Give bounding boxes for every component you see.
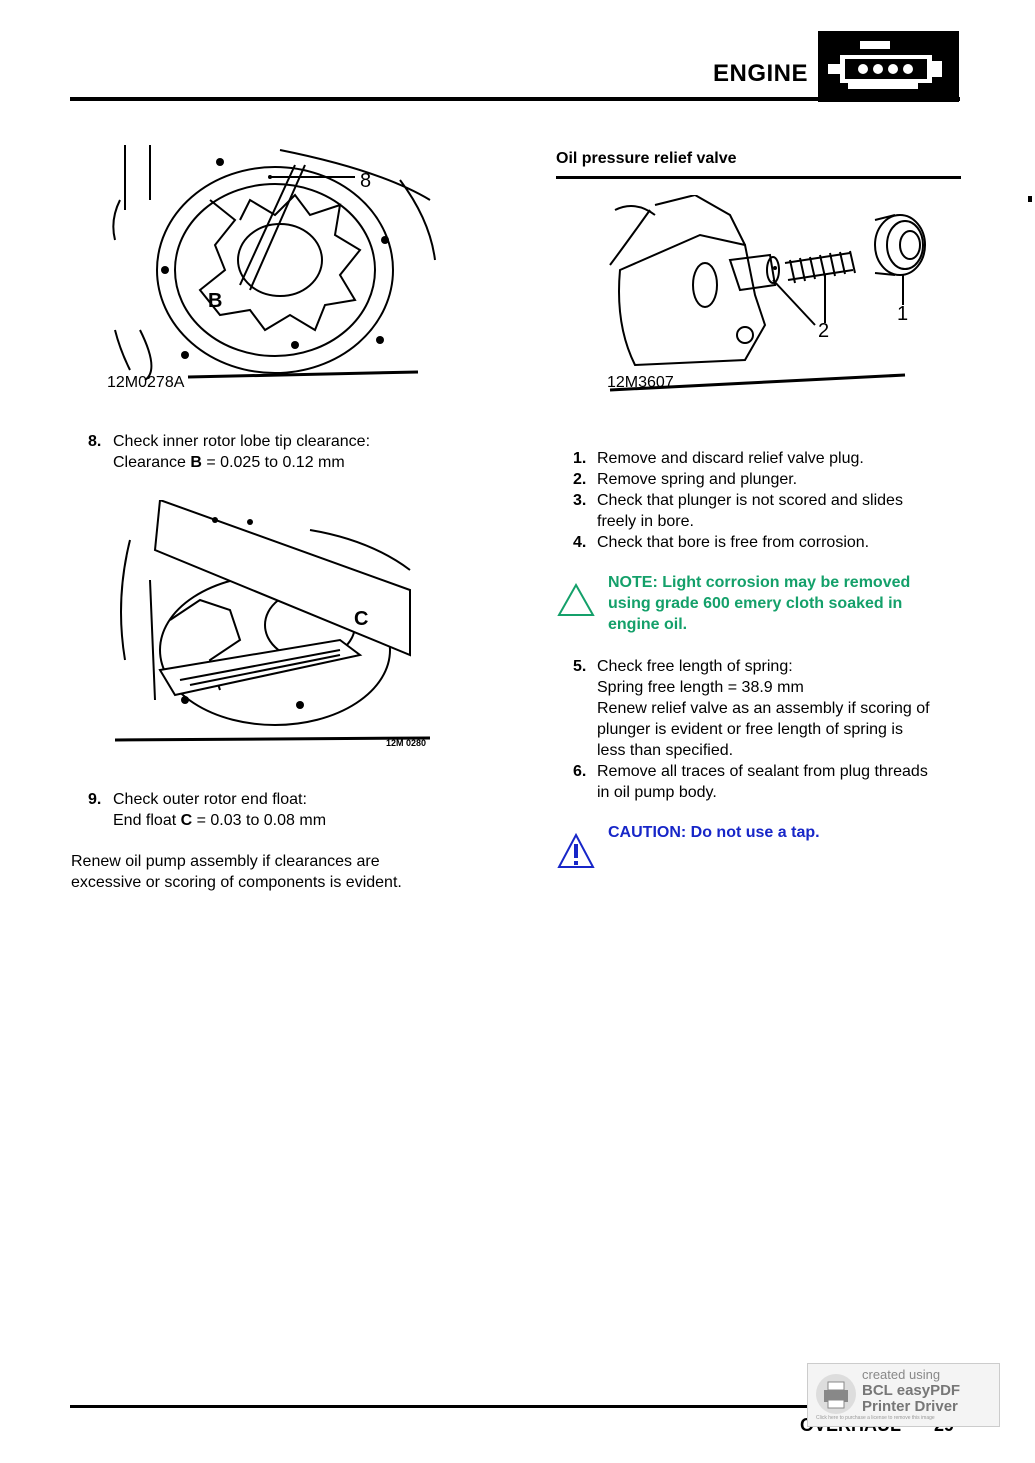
figure-inner-rotor-clearance: 8 B (100, 140, 440, 395)
step-text: Check that plunger is not scored and sli… (597, 492, 903, 509)
step-text: Check outer rotor end float: (113, 791, 307, 808)
step-4: 4. Check that bore is free from corrosio… (573, 532, 973, 553)
step-number: 4. (573, 534, 587, 551)
stamp-line-2: BCL easyPDF (862, 1382, 961, 1399)
paragraph-line: excessive or scoring of components is ev… (71, 874, 402, 891)
section-rule (556, 176, 961, 179)
step-value: = 0.03 to 0.08 mm (192, 812, 327, 829)
step-3: 3. Check that plunger is not scored and … (573, 490, 973, 532)
stamp-line-3: Printer Driver (862, 1398, 958, 1415)
renew-paragraph: Renew oil pump assembly if clearances ar… (71, 851, 491, 893)
callout-1: 1 (897, 303, 909, 325)
step-number: 5. (573, 658, 587, 675)
step-text: Renew relief valve as an assembly if sco… (597, 700, 930, 717)
callout-8: 8 (360, 170, 372, 192)
figure-2-label: 12M 0280 (386, 738, 427, 748)
end-float-illustration (114, 500, 431, 742)
step-text: Clearance (113, 454, 191, 471)
step-number: 1. (573, 450, 587, 467)
step-value: = 0.025 to 0.12 mm (201, 454, 345, 471)
note-text: using grade 600 emery cloth soaked in (608, 595, 903, 612)
pdf-creator-stamp[interactable]: created using BCL easyPDF Printer Driver… (807, 1363, 1000, 1427)
callout-b: B (208, 290, 223, 312)
step-text: Remove spring and plunger. (597, 471, 798, 488)
engine-icon (828, 41, 942, 89)
step-number: 9. (88, 791, 102, 808)
stamp-license-link[interactable]: Click here to purchase a license to remo… (816, 1415, 935, 1421)
step-2: 2. Remove spring and plunger. (573, 469, 973, 490)
step-text: in oil pump body. (597, 784, 717, 801)
callout-c: C (354, 608, 369, 630)
step-9: 9. Check outer rotor end float: End floa… (88, 789, 488, 831)
relief-steps-1-4: 1. Remove and discard relief valve plug.… (573, 448, 973, 553)
note-text: engine oil. (608, 616, 688, 633)
section-heading: Oil pressure relief valve (556, 150, 737, 167)
relief-valve-illustration (609, 195, 926, 392)
header-rule (70, 97, 960, 101)
callout-2: 2 (818, 320, 830, 342)
step-6: 6. Remove all traces of sealant from plu… (573, 761, 973, 803)
step-text: Check inner rotor lobe tip clearance: (113, 433, 371, 450)
step-number: 3. (573, 492, 587, 509)
paragraph-line: Renew oil pump assembly if clearances ar… (71, 853, 380, 870)
oil-pump-rotor-illustration (112, 145, 436, 381)
step-text: End float (113, 812, 181, 829)
step-text: Remove all traces of sealant from plug t… (597, 763, 928, 780)
page-header-title: ENGINE (712, 60, 808, 87)
step-text: less than specified. (597, 742, 734, 759)
step-1: 1. Remove and discard relief valve plug. (573, 448, 973, 469)
clearance-symbol: B (190, 454, 202, 471)
caution-text: CAUTION: Do not use a tap. (608, 824, 820, 841)
figure-1-label: 12M0278A (107, 374, 185, 391)
note-triangle-icon (557, 582, 595, 616)
printer-icon (816, 1374, 856, 1414)
step-text: Remove and discard relief valve plug. (597, 450, 864, 467)
step-5: 5. Check free length of spring: Spring f… (573, 656, 973, 761)
step-text: freely in bore. (597, 513, 694, 530)
figure-relief-valve: 2 1 (605, 195, 945, 395)
step-number: 6. (573, 763, 587, 780)
step-text: plunger is evident or free length of spr… (597, 721, 903, 738)
footer-rule (70, 1405, 960, 1408)
relief-steps-5-6: 5. Check free length of spring: Spring f… (573, 656, 973, 803)
end-float-symbol: C (180, 812, 193, 829)
note-text: NOTE: Light corrosion may be removed (608, 574, 911, 591)
figure-outer-rotor-end-float: C 12M 0280 (110, 500, 440, 750)
step-text: Check free length of spring: (597, 658, 793, 675)
note-block: NOTE: Light corrosion may be removed usi… (556, 572, 956, 635)
margin-mark (1028, 196, 1032, 202)
caution-warning-icon (557, 832, 595, 868)
step-text: Check that bore is free from corrosion. (597, 534, 870, 551)
step-text: Spring free length = 38.9 mm (597, 679, 804, 696)
step-number: 2. (573, 471, 587, 488)
step-8: 8. Check inner rotor lobe tip clearance:… (88, 431, 488, 473)
stamp-line-1: created using (862, 1367, 941, 1382)
caution-block: CAUTION: Do not use a tap. (556, 822, 956, 868)
figure-3-label: 12M3607 (607, 374, 674, 391)
step-number: 8. (88, 433, 102, 450)
engine-badge (818, 31, 959, 102)
